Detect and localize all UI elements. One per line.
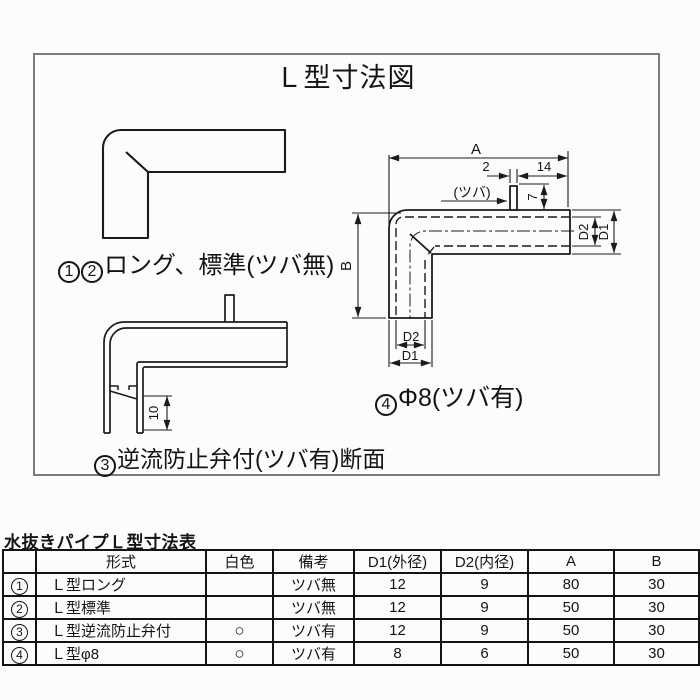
cell-a: 50 <box>527 595 615 620</box>
cell-white: ○ <box>205 618 274 643</box>
drawing-long-standard-elbow <box>101 128 287 240</box>
diagram-title: Ｌ型寸法図 <box>275 63 416 93</box>
cell-b: 30 <box>613 641 700 666</box>
cell-note: ツバ無 <box>272 572 355 597</box>
pipe-outline <box>101 128 287 240</box>
center-line <box>409 230 574 319</box>
row-number: 2 <box>11 600 28 617</box>
valve-flap <box>109 390 138 400</box>
cell-note: ツバ有 <box>272 618 355 643</box>
table-title: 水抜きパイプＬ型寸法表 <box>4 533 197 552</box>
pipe-outline <box>388 209 571 319</box>
bend-chamfer-line <box>409 233 432 254</box>
dim-label-D1-right: D1 <box>596 224 611 241</box>
cell-b: 30 <box>613 572 700 597</box>
cell-a: 50 <box>527 618 615 643</box>
header-note: 備考 <box>272 549 355 574</box>
circled-number-4: 4 <box>375 394 397 416</box>
flange <box>509 185 518 211</box>
header-b: B <box>613 549 700 574</box>
drawing-phi8-dimensioned: A 2 14 (ツバ) 7 B D2 D1 D2 D1 <box>338 141 621 367</box>
wall-top-inner <box>109 327 287 433</box>
cell-type: Ｌ型標準 <box>35 595 207 620</box>
drawing-check-valve-section: 10 <box>103 294 288 434</box>
cell-type: Ｌ型ロング <box>35 572 207 597</box>
cell-type: Ｌ型逆流防止弁付 <box>35 618 207 643</box>
dim-label-D1-bottom: D1 <box>402 348 419 363</box>
dim-label-7: 7 <box>525 193 540 200</box>
technical-drawings: 10 <box>101 128 621 434</box>
cell-d2: 9 <box>440 618 529 643</box>
caption-text: Φ8(ツバ有) <box>398 384 524 412</box>
dim-label-10: 10 <box>146 406 161 420</box>
header-d1: D1(外径) <box>353 549 442 574</box>
dim-label-D2-right: D2 <box>576 224 591 241</box>
circled-number-2: 2 <box>81 261 103 283</box>
dim-10 <box>144 395 172 431</box>
header-no <box>2 549 37 574</box>
row-number: 3 <box>11 623 28 640</box>
header-d2: D2(内径) <box>440 549 529 574</box>
dim-label-A: A <box>471 141 481 158</box>
caption-text: ロング、標準(ツバ無) <box>104 252 335 279</box>
row-number: 4 <box>11 646 28 663</box>
cell-d1: 12 <box>353 595 442 620</box>
table-row: 4 Ｌ型φ8 ○ ツバ有 8 6 50 30 <box>2 641 700 666</box>
table-row: 2 Ｌ型標準 ツバ無 12 9 50 30 <box>2 595 700 620</box>
cell-note: ツバ有 <box>272 641 355 666</box>
wall-bottom-outer <box>142 366 287 433</box>
dim-label-tsuba: (ツバ) <box>453 184 490 200</box>
cell-b: 30 <box>613 618 700 643</box>
wall-top-outer <box>103 321 287 433</box>
caption-text: 逆流防止弁付(ツバ有)断面 <box>117 446 386 472</box>
dim-label-14: 14 <box>537 159 551 174</box>
table-row: 1 Ｌ型ロング ツバ無 12 9 80 30 <box>2 572 700 597</box>
cell-note: ツバ無 <box>272 595 355 620</box>
cell-d2: 6 <box>440 641 529 666</box>
cell-d1: 12 <box>353 618 442 643</box>
circled-number-3: 3 <box>94 455 116 477</box>
cell-d2: 9 <box>440 595 529 620</box>
bend-chamfer-line <box>125 151 149 173</box>
table-row: 3 Ｌ型逆流防止弁付 ○ ツバ有 12 9 50 30 <box>2 618 700 643</box>
cell-d2: 9 <box>440 572 529 597</box>
circled-number-1: 1 <box>58 261 80 283</box>
cell-white <box>205 572 274 597</box>
cell-white: ○ <box>205 641 274 666</box>
cell-white <box>205 595 274 620</box>
cell-a: 80 <box>527 572 615 597</box>
cell-d1: 12 <box>353 572 442 597</box>
cell-type: Ｌ型φ8 <box>35 641 207 666</box>
row-number: 1 <box>11 577 28 594</box>
cell-d1: 8 <box>353 641 442 666</box>
cell-a: 50 <box>527 641 615 666</box>
flange-section <box>224 294 235 322</box>
header-white: 白色 <box>205 549 274 574</box>
diagram-frame <box>33 53 660 476</box>
cell-b: 30 <box>613 595 700 620</box>
wall-bottom-inner <box>136 361 287 433</box>
dim-label-2: 2 <box>482 159 489 174</box>
bore-hidden-lines <box>395 216 570 318</box>
spec-table: 形式 白色 備考 D1(外径) D2(内径) A B 1 Ｌ型ロング ツバ無 1… <box>2 549 700 666</box>
header-type: 形式 <box>35 549 207 574</box>
dim-label-D2-bottom: D2 <box>403 329 420 344</box>
dim-label-B: B <box>338 261 355 271</box>
header-row: 形式 白色 備考 D1(外径) D2(内径) A B <box>2 549 700 574</box>
header-a: A <box>527 549 615 574</box>
dimension-lines <box>352 151 621 367</box>
check-valve <box>109 385 138 400</box>
